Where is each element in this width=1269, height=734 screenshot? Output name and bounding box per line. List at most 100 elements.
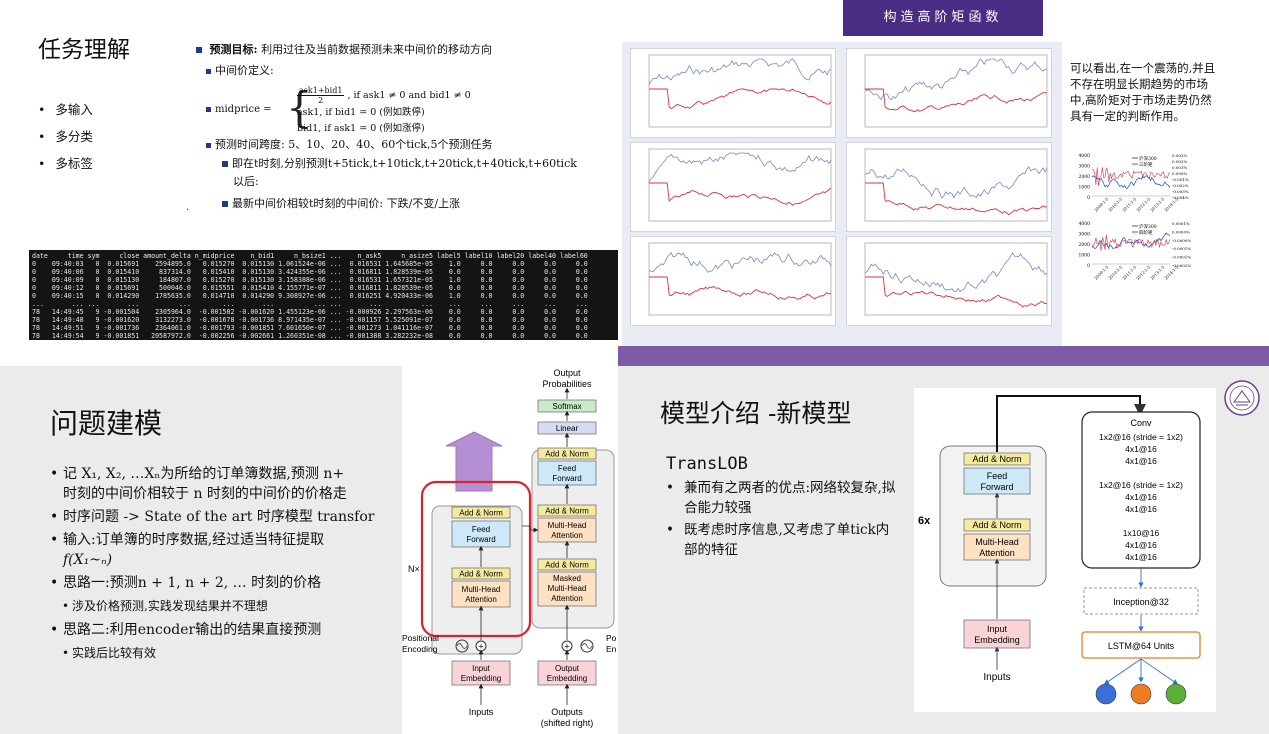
svg-text:Multi-Head: Multi-Head [975, 537, 1019, 547]
model-name: TransLOB [666, 454, 748, 474]
svg-text:+: + [478, 642, 483, 652]
encoder-add-norm: Add & Norm [451, 567, 511, 580]
axis-tick-label: -0.003% [1172, 189, 1189, 194]
axis-tick-label: -0.004% [1172, 195, 1189, 200]
formula-brace: { [286, 83, 313, 132]
svg-text:Feed: Feed [987, 471, 1008, 481]
table-row: 0 09:40:12 0 0.015691 500046.0 0.015551 … [32, 284, 588, 292]
axis-tick-label: 1000 [1079, 185, 1091, 191]
moment-series-line [865, 276, 1048, 308]
encoder-multi-head-attention: Multi-Head Attention [963, 533, 1031, 561]
decoder-output-embedding: Output Embedding [537, 660, 597, 686]
svg-text:+: + [564, 642, 569, 652]
feature-plot [630, 236, 836, 326]
decoder-positional-label: Po En [606, 633, 617, 654]
axis-tick-label: -0.0001% [1172, 255, 1191, 260]
svg-text:Multi-Head: Multi-Head [548, 521, 587, 530]
slide-title: 任务理解 [38, 37, 130, 63]
axis-tick-label: 3000 [1079, 164, 1091, 170]
table-row: 0 09:40:03 0 0.015691 2594895.0 0.015270… [32, 260, 588, 268]
conv-title: Conv [1130, 418, 1152, 428]
feature-plot [846, 236, 1052, 326]
modeling-item: 思路一:预测n + 1, n + 2, … 时刻的价格 [50, 573, 405, 593]
encoder-multi-head-attention: Multi-Head Attention [451, 580, 511, 608]
output-probabilities-label: Output Probabilities [542, 368, 592, 389]
encoder-positional-label: Positional Encoding [402, 633, 439, 654]
wave-icon [456, 643, 468, 649]
linear-layer: Linear [537, 421, 597, 435]
svg-text:Encoding: Encoding [402, 644, 438, 654]
axis-tick-label: 0.002% [1172, 159, 1187, 164]
index-series-line [1091, 175, 1171, 190]
svg-text:Add & Norm: Add & Norm [972, 520, 1021, 530]
inception-block: Inception@32 [1083, 587, 1199, 615]
svg-text:Attention: Attention [979, 548, 1015, 558]
transformer-diagram: Add & Norm Feed Forward Add & Norm Multi… [402, 366, 618, 734]
conv-layer-label: 4x1@16 [1125, 444, 1157, 454]
svg-text:Softmax: Softmax [552, 402, 581, 411]
decoder-multi-head-attention: Multi-Head Attention [537, 517, 597, 543]
encoder-feed-forward: Feed Forward [451, 520, 511, 548]
table-header: date time sym close amount_delta n_midpr… [32, 252, 588, 260]
encoder-add-norm: Add & Norm [963, 518, 1031, 532]
positional-encoding-icon [580, 639, 594, 653]
table-row: 78 14:49:45 9 -0.001504 2305964.0 -0.001… [32, 308, 588, 316]
svg-text:Add & Norm: Add & Norm [545, 561, 589, 570]
svg-text:Feed: Feed [558, 464, 576, 473]
encoder-input-embedding: Input Embedding [963, 619, 1031, 649]
svg-text:Embedding: Embedding [547, 674, 587, 683]
table-row: 0 09:40:09 0 0.015130 184807.0 0.015270 … [32, 276, 588, 284]
repeat-label: 6x [918, 515, 931, 527]
conv-layer-label: 1x10@16 [1123, 528, 1160, 538]
formula-cases: ask1+bid1 2 , if ask1 ≠ 0 and bid1 ≠ 0 a… [297, 86, 471, 137]
plot-frame [648, 148, 832, 222]
plot-frame [864, 242, 1048, 316]
axis-tick-label: 2000 [1079, 242, 1091, 248]
dot-mark: . [186, 202, 190, 213]
slide-title: 问题建模 [50, 407, 163, 440]
svg-text:Po: Po [606, 633, 617, 643]
feature-plot-grid [622, 42, 1062, 346]
table-row: ... ... ... ... ... ... ... ... ... ... … [32, 300, 588, 308]
price-series-line [648, 252, 832, 273]
data-table: date time sym close amount_delta n_midpr… [29, 250, 618, 340]
svg-text:Positional: Positional [402, 633, 439, 643]
svg-text:Input: Input [987, 624, 1008, 634]
bullet-list: 多输入 多分类 多标签 [38, 96, 93, 177]
svg-text:Probabilities: Probabilities [542, 379, 592, 389]
moment-series-line [649, 276, 832, 300]
svg-text:Multi-Head: Multi-Head [548, 584, 587, 593]
axis-tick-label: 3000 [1079, 232, 1091, 238]
decoder-add-norm-low: Add & Norm [537, 558, 597, 571]
encoder-input-embedding: Input Embedding [451, 660, 511, 686]
legend-label: 三阶矩 [1139, 161, 1153, 168]
axis-tick-label: -0.0001% [1172, 246, 1191, 251]
output-nodes [1095, 683, 1187, 705]
svg-text:(shifted right): (shifted right) [541, 718, 594, 728]
advantage-item: 兼而有之两者的优点:网络较复杂,拟合能力较强 [666, 478, 896, 518]
conv-layer-label: 1x2@16 (stride = 1x2) [1099, 432, 1183, 442]
axis-tick-label: 0.000% [1172, 171, 1187, 176]
svg-text:Masked: Masked [553, 574, 581, 583]
slide-new-model: 模型介绍 -新模型 TransLOB 兼而有之两者的优点:网络较复杂,拟合能力较… [618, 346, 1269, 734]
inputs-label: Inputs [469, 707, 494, 717]
slide-banner: 构造高阶矩函数 [843, 0, 1043, 36]
feature-plot [630, 48, 836, 138]
slide-title: 模型介绍 -新模型 [660, 399, 852, 428]
axis-tick-label: 0.0000% [1172, 229, 1190, 234]
positional-encoding-icon [455, 639, 469, 653]
midprice-definition: 中间价定义: [206, 63, 274, 79]
compare-line: 最新中间价相较t时刻的中间价: 下跌/不变/上涨 [222, 196, 460, 212]
moment-series-line [1091, 167, 1171, 186]
svg-text:LSTM@64 Units: LSTM@64 Units [1108, 641, 1175, 651]
horizon-line: 预测时间跨度: 5、10、20、40、60个tick,5个预测任务 [206, 137, 492, 153]
index-series-line [1091, 232, 1171, 249]
modeling-item-cont: f(X₁~ₙ) [63, 552, 113, 568]
conv-layer-label: 4x1@16 [1125, 552, 1157, 562]
table-row: 0 09:40:15 0 0.014290 1785635.0 0.014710… [32, 292, 588, 300]
decoder-masked-attention: Masked Multi-Head Attention [537, 571, 597, 607]
price-series-line [864, 252, 1048, 293]
svg-text:Output: Output [555, 664, 580, 673]
feature-plot [846, 48, 1052, 138]
table-row: 78 14:49:54 9 -0.001851 20587972.0 -0.00… [32, 332, 588, 340]
